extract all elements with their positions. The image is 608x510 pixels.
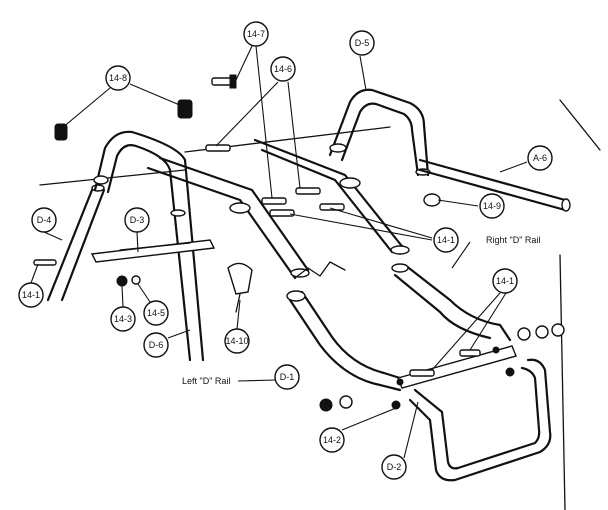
callout-14-1-center: 14-1 — [433, 227, 459, 253]
callout-circle — [224, 328, 250, 354]
part-a6-rod — [418, 158, 571, 212]
callout-circle — [143, 300, 169, 326]
callout-14-3: 14-3 — [110, 306, 136, 332]
part-cross-tube-upper — [146, 138, 410, 280]
left-d-rail-label: Left "D" Rail — [182, 376, 230, 386]
part-d1-left-d-rail — [286, 290, 402, 392]
callout-circle — [31, 207, 57, 233]
callout-d-6: D-6 — [143, 332, 169, 358]
callout-text: 14-1 — [496, 276, 514, 286]
callout-text: D-1 — [280, 372, 295, 382]
part-14-10-bracket — [227, 262, 253, 313]
callout-text: 14-10 — [225, 336, 248, 346]
callout-text: 14-6 — [274, 64, 292, 74]
callout-text: 14-2 — [323, 435, 341, 445]
callout-text: D-6 — [149, 340, 164, 350]
callout-text: 14-9 — [483, 201, 501, 211]
callout-group: 14-7 14-8 14-6 D-5A-6 14-9D-3 D-4 14-1 14-1 14-5… — [18, 21, 553, 480]
callout-circle — [124, 207, 150, 233]
callout-14-9: 14-9 — [479, 193, 505, 219]
callout-14-5: 14-5 — [143, 300, 169, 326]
callout-text: 14-8 — [109, 73, 127, 83]
part-d3-plate — [90, 239, 216, 263]
callout-circle — [479, 193, 505, 219]
callout-d-3: D-3 — [124, 207, 150, 233]
callout-text: D-3 — [130, 215, 145, 225]
callout-14-7: 14-7 — [243, 21, 269, 47]
part-d4-upright — [46, 184, 106, 302]
callout-14-10: 14-10 — [224, 328, 250, 354]
callout-text: D-5 — [355, 38, 370, 48]
callout-d-1: D-1 — [274, 364, 300, 390]
callout-circle — [110, 306, 136, 332]
callout-d-4: D-4 — [31, 207, 57, 233]
callout-14-6: 14-6 — [270, 56, 296, 82]
callout-circle — [105, 65, 131, 91]
callout-circle — [433, 227, 459, 253]
callout-a-6: A-6 — [527, 145, 553, 171]
part-d5-handle — [328, 88, 431, 177]
callout-14-1-left: 14-1 — [18, 282, 44, 308]
callout-circle — [270, 56, 296, 82]
callout-14-8: 14-8 — [105, 65, 131, 91]
callout-text: D-2 — [387, 462, 402, 472]
callout-text: 14-5 — [147, 308, 165, 318]
callout-circle — [381, 454, 407, 480]
right-d-rail-label: Right "D" Rail — [486, 235, 540, 245]
hardware — [33, 74, 565, 412]
callout-14-1-right: 14-1 — [492, 268, 518, 294]
callout-14-2: 14-2 — [319, 427, 345, 453]
callout-circle — [349, 30, 375, 56]
callout-text: 14-1 — [437, 235, 455, 245]
part-d2-u-handle — [408, 358, 552, 482]
callout-d-5: D-5 — [349, 30, 375, 56]
part-d6-left-frame — [93, 130, 205, 362]
part-right-d-rail — [391, 263, 512, 342]
callout-circle — [18, 282, 44, 308]
callout-circle — [492, 268, 518, 294]
callout-circle — [143, 332, 169, 358]
callout-circle — [243, 21, 269, 47]
callout-text: 14-7 — [247, 29, 265, 39]
part-cross-bar — [396, 345, 517, 389]
callout-text: D-4 — [37, 215, 52, 225]
callout-text: 14-1 — [22, 290, 40, 300]
callout-d-2: D-2 — [381, 454, 407, 480]
callout-circle — [319, 427, 345, 453]
callout-text: A-6 — [533, 153, 547, 163]
callout-circle — [274, 364, 300, 390]
callout-text: 14-3 — [114, 314, 132, 324]
leader-lines — [30, 45, 528, 459]
callout-circle — [527, 145, 553, 171]
